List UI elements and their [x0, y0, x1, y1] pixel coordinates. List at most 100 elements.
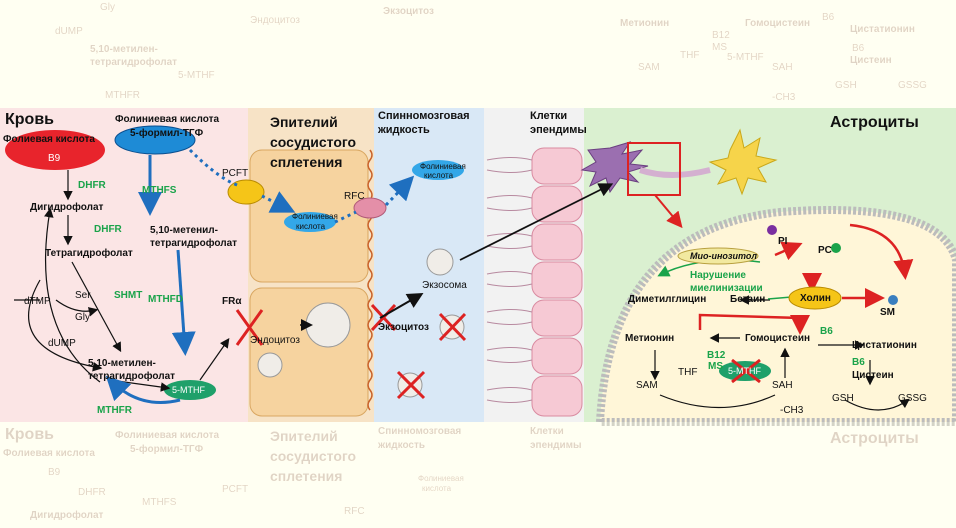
rfc-label: RFC [344, 191, 365, 202]
folinic-label-1: Фолиниевая кислота [115, 114, 220, 125]
choline-oval [788, 286, 842, 310]
rfc-transporter [353, 197, 387, 219]
ependyma-cells [486, 147, 583, 417]
dhfr-label-1: DHFR [78, 180, 106, 191]
rfc-faded: RFC [344, 506, 365, 517]
faded-top-strip: Gly dUMP 5,10-метилен- тетрагидрофолат M… [0, 0, 956, 108]
folic-acid-label: Фолиевая кислота [3, 134, 95, 145]
dotted-arrows [188, 148, 415, 224]
gly-faded: Gly [100, 2, 115, 13]
ms-faded: MS [712, 42, 727, 53]
folinic-cell-label-1: Фолиниевая [292, 212, 338, 221]
folinic-oval-csf [412, 160, 464, 180]
exocytosis-label: Экзоцитоз [378, 322, 429, 333]
small-vesicle [257, 352, 283, 378]
ser-label: Ser [75, 290, 91, 301]
endocytosis-faded: Эндоцитоз [250, 15, 300, 26]
methylene-faded-1: 5,10-метилен- [90, 44, 158, 55]
folinic-cell-faded-2: кислота [422, 484, 452, 493]
gsh-label: GSH [832, 393, 854, 404]
pcft-faded: PCFT [222, 484, 249, 495]
b6-label-2: B6 [852, 357, 865, 368]
pcft-label: PCFT [222, 168, 249, 179]
mthf-label-astro: 5-MTHF [728, 366, 761, 376]
methenyl-label-1: 5,10-метенил- [150, 225, 218, 236]
astro-black-arrows [650, 295, 910, 411]
endocytosis-label: Эндоцитоз [250, 335, 300, 346]
exosome-label: Экзосома [422, 280, 467, 291]
epi-faded-1: Эпителий [270, 428, 338, 444]
gsh-faded: GSH [835, 80, 857, 91]
dhfr-faded: DHFR [78, 487, 106, 498]
epithelium-heading-2: сосудистого [270, 134, 357, 150]
methylene-label-1: 5,10-метилен- [88, 358, 156, 369]
mthfs-label: MTHFS [142, 185, 177, 196]
sam-label: SAM [636, 380, 658, 391]
endocytosis-vesicle [305, 302, 351, 348]
folinic-acid-oval [114, 125, 196, 155]
methionine-label: Метионин [625, 333, 675, 344]
betaine-label: Бетаин [730, 294, 766, 305]
pc-label: PC [818, 245, 832, 256]
blood-faded: Кровь [5, 426, 54, 443]
b9-label: B9 [48, 153, 61, 164]
folinic-faded-1: Фолиниевая кислота [115, 430, 220, 441]
pcft-transporter [227, 179, 265, 205]
epithelium-heading-1: Эпителий [270, 114, 338, 130]
methylene-label-2: тетрагидрофолат [88, 371, 176, 382]
folinic-faded-2: 5-формил-ТГФ [130, 444, 204, 455]
cystathionine-label: Цистатионин [852, 340, 917, 351]
fra-label: FRα [222, 296, 242, 307]
sah-label: SAH [772, 380, 793, 391]
pi-receptor [767, 225, 777, 235]
homocysteine-faded: Гомоцистеин [745, 18, 811, 29]
cysteine-label: Цистеин [852, 370, 894, 381]
myo-inositol-oval [677, 247, 759, 265]
folinic-cell-label-2: кислота [296, 222, 326, 231]
dimethylglycine-label: Диметилглицин [628, 294, 707, 305]
gssg-faded: GSSG [898, 80, 927, 91]
blood-heading: Кровь [5, 111, 54, 128]
methenyl-label-2: тетрагидрофолат [150, 238, 238, 249]
choline-label: Холин [800, 293, 831, 304]
cysteine-faded: Цистеин [850, 55, 892, 66]
csf-faded-1: Спинномозговая [378, 426, 462, 437]
ch3-faded: -CH3 [772, 92, 796, 103]
epi-faded-2: сосудистого [270, 448, 357, 464]
thf-label: THF [678, 367, 698, 378]
dhfr-label-2: DHFR [94, 224, 122, 235]
astrocyte-cell-membrane [595, 206, 956, 426]
b6-faded-1: B6 [822, 12, 835, 23]
folinic-oval-epithelium [284, 212, 336, 232]
csf-folinic-label-2: кислота [424, 171, 454, 180]
homocysteine-label: Гомоцистеин [745, 333, 811, 344]
cystathionine-faded: Цистатионин [850, 24, 915, 35]
tetrahydrofolate-label: Тетрагидрофолат [45, 248, 133, 259]
epi-faded-3: сплетения [270, 468, 343, 484]
thf-faded: THF [680, 50, 700, 61]
csf-heading-2: жидкость [378, 124, 430, 136]
mthf-label-blood: 5-MTHF [172, 385, 205, 395]
exocytosis-arrow [379, 293, 424, 319]
sam-faded: SAM [638, 62, 660, 73]
b9-faded: B9 [48, 467, 61, 478]
exocytosis-faded: Экзоцитоз [383, 6, 434, 17]
ependyma-heading-1: Клетки [530, 110, 568, 122]
astrocytes-faded: Астроциты [830, 430, 919, 447]
astro-red-arrows [698, 223, 914, 335]
mthf2-faded: 5-MTHF [727, 52, 764, 63]
csf-heading-1: Спинномозговая [378, 110, 470, 122]
epithelium-membrane [367, 149, 373, 411]
mthfr-label: MTHFR [97, 405, 132, 416]
zoom-arrow [654, 194, 683, 229]
mthfd-label: MTHFD [148, 294, 183, 305]
folinic-label-2: 5-формил-ТГФ [130, 128, 204, 139]
sah-faded: SAH [772, 62, 793, 73]
dump-label: dUMP [48, 338, 76, 349]
sm-receptor [888, 295, 898, 305]
blue-arrows [105, 155, 196, 404]
folic-acid-faded: Фолиевая кислота [3, 448, 95, 459]
ch3-label: -CH3 [780, 405, 804, 416]
b6-label-1: B6 [820, 326, 833, 337]
ependyma-faded-1: Клетки [530, 426, 564, 437]
